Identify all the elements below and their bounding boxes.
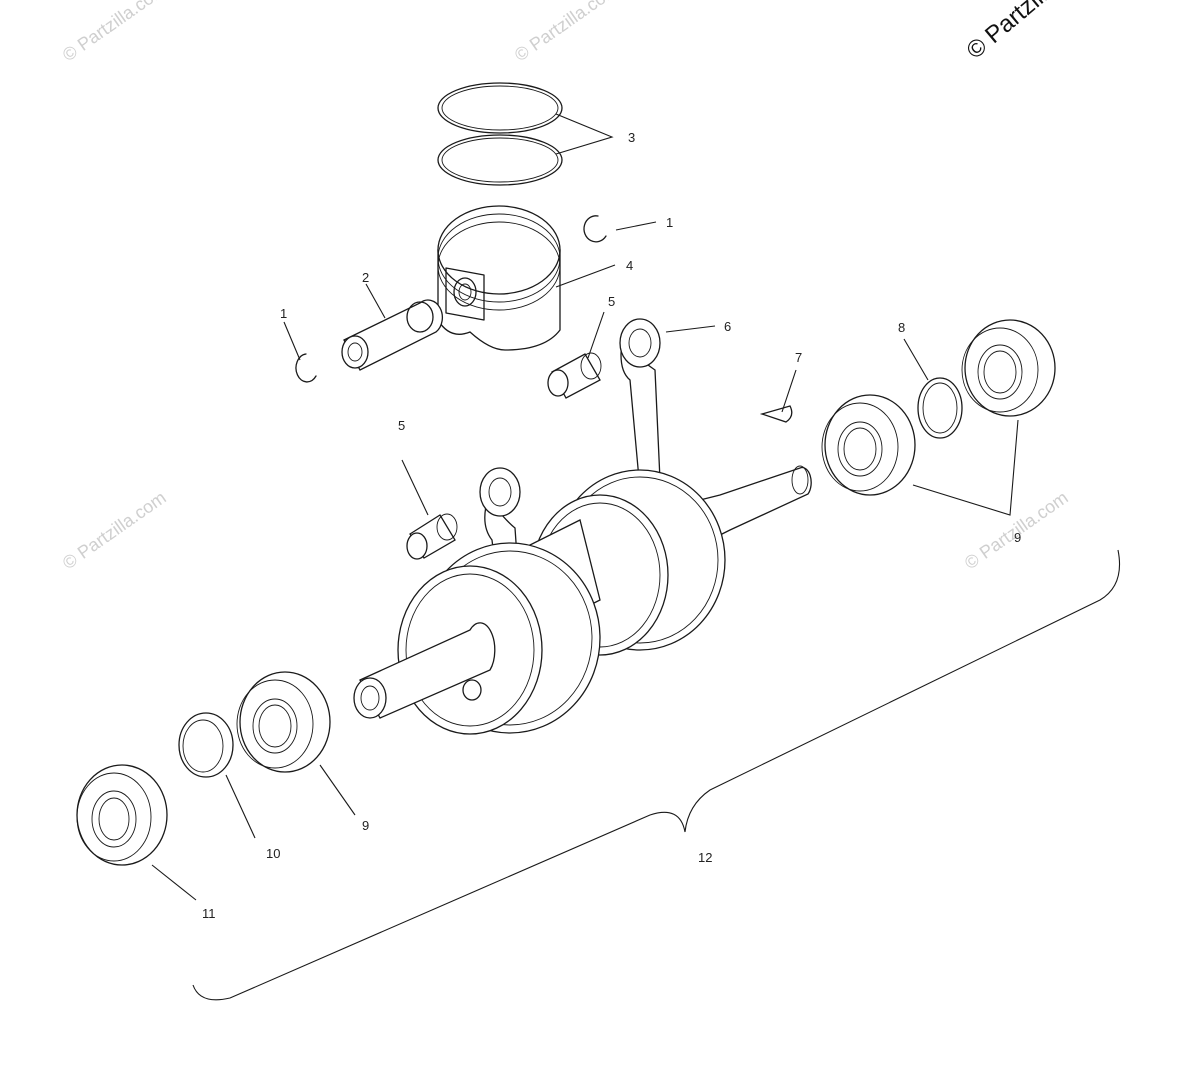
watermark-top-right: © Partzilla bbox=[962, 0, 1064, 65]
callout-crankshaft-assembly: 12 bbox=[698, 850, 712, 865]
callout-labels: 1 1 2 3 4 5 5 6 7 8 9 9 10 11 12 bbox=[202, 130, 1021, 921]
wrist-pin bbox=[341, 299, 444, 371]
callout-seal: 11 bbox=[202, 906, 216, 921]
callout-piston-rings: 3 bbox=[628, 130, 635, 145]
shim-ring bbox=[917, 377, 963, 439]
assembly-brace bbox=[192, 549, 1121, 1001]
callout-circlip-left: 1 bbox=[280, 306, 287, 321]
callout-needle-bearing-upper: 5 bbox=[608, 294, 615, 309]
needle-bearings bbox=[406, 352, 602, 560]
piston-rings bbox=[437, 82, 563, 186]
watermark-top-center: © Partzilla.com bbox=[511, 0, 622, 65]
callout-ring: 10 bbox=[266, 846, 280, 861]
watermark-mid-left: © Partzilla.com bbox=[59, 487, 170, 573]
leader-lines bbox=[151, 113, 1019, 901]
watermark-top-left: © Partzilla.com bbox=[59, 0, 170, 65]
circlips bbox=[295, 215, 607, 383]
callout-needle-bearing-lower: 5 bbox=[398, 418, 405, 433]
crankshaft-assembly bbox=[353, 318, 812, 735]
callout-shim: 8 bbox=[898, 320, 905, 335]
callout-piston: 4 bbox=[626, 258, 633, 273]
callout-bearing-right: 9 bbox=[1014, 530, 1021, 545]
piston bbox=[437, 205, 561, 351]
bearings-left bbox=[76, 671, 331, 866]
bearings-right bbox=[821, 319, 1056, 496]
callout-bearing-left: 9 bbox=[362, 818, 369, 833]
callout-wrist-pin: 2 bbox=[362, 270, 369, 285]
callout-key: 7 bbox=[795, 350, 802, 365]
callout-circlip-right: 1 bbox=[666, 215, 673, 230]
woodruff-key bbox=[759, 405, 793, 423]
callout-connecting-rod: 6 bbox=[724, 319, 731, 334]
